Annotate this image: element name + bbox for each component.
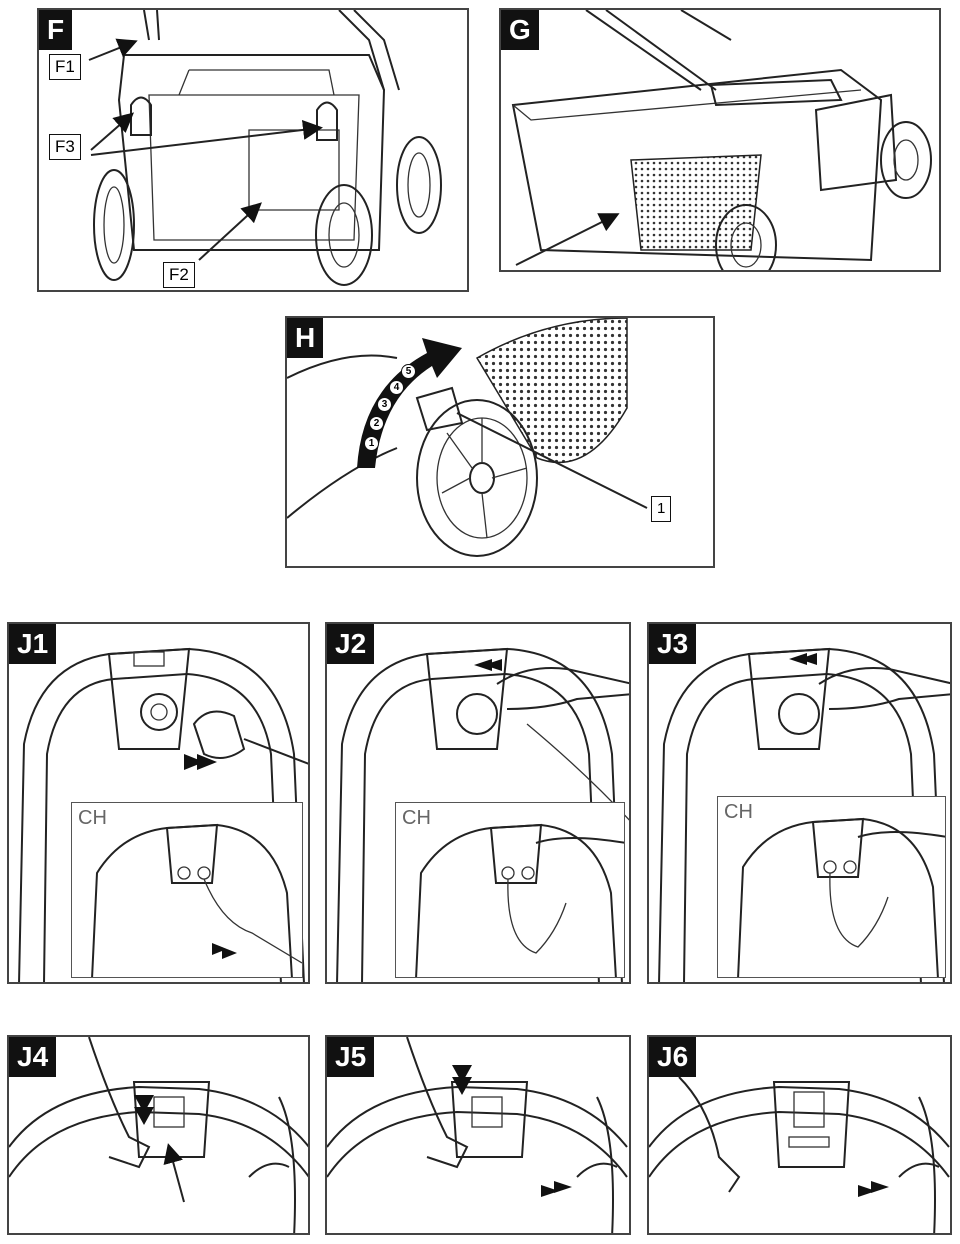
panel-j6: J6 (647, 1035, 952, 1235)
safety-lever-pull-illustration (327, 1037, 628, 1233)
start-button-press-illustration (9, 1037, 308, 1233)
panel-j2: J2 CH (325, 622, 631, 984)
panel-g-tag: G (501, 10, 539, 50)
inset-label-ch: CH (78, 807, 107, 829)
panel-j6-tag: J6 (649, 1037, 697, 1077)
height-mark-4: 4 (389, 380, 404, 395)
inset-ch-j3: CH (717, 796, 946, 978)
panel-j5: J5 (325, 1035, 631, 1235)
panel-f-tag: F (39, 10, 73, 50)
inset-ch-strain-relief-illustration (415, 823, 624, 977)
callout-f2: F2 (163, 262, 195, 288)
cable-hook-illustration (658, 647, 950, 982)
grass-box-full-indicator-illustration (511, 10, 932, 270)
plug-connect-illustration (18, 647, 308, 982)
inset-ch-j2: CH (395, 802, 625, 978)
height-scale: 5 4 3 2 1 (359, 364, 419, 454)
height-mark-2: 2 (369, 416, 384, 431)
height-mark-3: 3 (377, 397, 392, 412)
panel-j4-tag: J4 (9, 1037, 57, 1077)
height-mark-1: 1 (364, 436, 379, 451)
callout-f3: F3 (49, 134, 81, 160)
grass-box-removal-illustration (88, 10, 442, 286)
height-mark-5: 5 (401, 364, 416, 379)
inset-ch-plug-illustration (91, 823, 302, 977)
panel-j4: J4 (7, 1035, 310, 1235)
panel-j1: J1 CH (7, 622, 310, 984)
cutting-height-adjustment-illustration (287, 318, 648, 557)
panel-h-tag: H (287, 318, 324, 358)
hold-lever-illustration (649, 1076, 950, 1233)
panel-j3: J3 CH (647, 622, 952, 984)
panel-j3-tag: J3 (649, 624, 697, 664)
inset-ch-cable-hook-illustration (737, 817, 945, 977)
inset-label-ch: CH (724, 801, 753, 823)
cable-strain-relief-illustration (336, 647, 629, 982)
panel-h: H 5 4 3 2 1 1 (285, 316, 715, 568)
panel-j1-tag: J1 (9, 624, 57, 664)
panel-g: G (499, 8, 941, 272)
callout-f1: F1 (49, 54, 81, 80)
panel-j2-tag: J2 (327, 624, 375, 664)
callout-1: 1 (651, 496, 672, 522)
panel-j5-tag: J5 (327, 1037, 375, 1077)
inset-label-ch: CH (402, 807, 431, 829)
panel-f: F F1 F3 F2 (37, 8, 469, 292)
inset-ch-j1: CH (71, 802, 303, 978)
